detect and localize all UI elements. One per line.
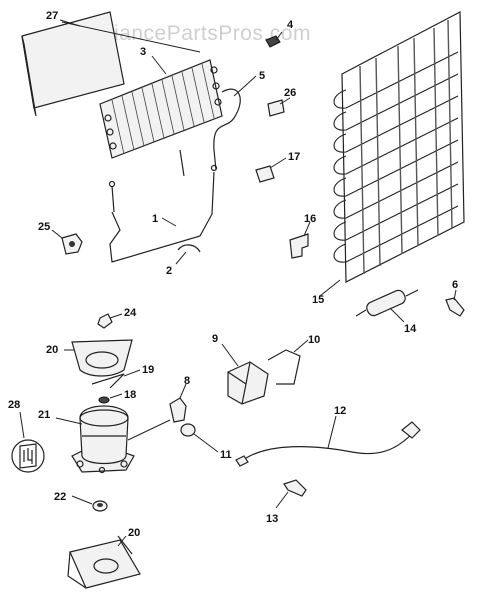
part-10-bracket[interactable] — [267, 339, 309, 385]
part-20-base-plate[interactable] — [67, 535, 141, 589]
label-8: 8 — [184, 375, 190, 387]
label-4: 4 — [287, 19, 294, 31]
part-3-condenser[interactable] — [61, 21, 223, 159]
part-25-grommet[interactable] — [51, 229, 83, 255]
part-1-harness[interactable] — [108, 164, 218, 263]
label-2: 2 — [166, 265, 172, 277]
label-27: 27 — [46, 10, 58, 22]
part-18-washer[interactable] — [98, 393, 123, 404]
part-20-cover-top[interactable] — [64, 339, 133, 377]
part-16-bracket[interactable] — [289, 221, 311, 259]
label-21: 21 — [38, 409, 50, 421]
part-19-clip[interactable] — [91, 369, 141, 389]
part-2-clip[interactable] — [175, 244, 201, 265]
label-5: 5 — [259, 70, 265, 82]
label-20-top: 20 — [46, 344, 58, 356]
label-22: 22 — [54, 491, 66, 503]
part-26-bracket[interactable] — [267, 97, 291, 117]
label-6: 6 — [452, 279, 458, 291]
label-12: 12 — [334, 405, 346, 417]
label-1: 1 — [152, 213, 158, 225]
label-25: 25 — [38, 221, 50, 233]
part-24-nut[interactable] — [97, 313, 123, 329]
part-8-overload[interactable] — [169, 383, 187, 423]
label-3: 3 — [140, 46, 146, 58]
label-24: 24 — [124, 307, 137, 319]
label-10: 10 — [308, 334, 320, 346]
label-13: 13 — [266, 513, 278, 525]
part-11-cover[interactable] — [180, 423, 219, 453]
part-15-coil-grid[interactable] — [319, 11, 465, 297]
part-17-bracket[interactable] — [255, 157, 287, 183]
label-28: 28 — [8, 399, 20, 411]
label-9: 9 — [212, 333, 218, 345]
part-27-pad[interactable] — [21, 11, 125, 117]
label-14: 14 — [404, 323, 417, 335]
part-4-clip[interactable] — [265, 31, 283, 48]
label-19: 19 — [142, 364, 154, 376]
part-21-compressor[interactable] — [55, 405, 171, 474]
part-12-power-cord[interactable] — [235, 415, 421, 467]
part-13-clip[interactable] — [275, 479, 307, 509]
part-9-relay[interactable] — [221, 343, 269, 405]
part-28-plug-connector-icon[interactable] — [11, 411, 45, 473]
part-22-grommet[interactable] — [71, 495, 108, 512]
label-26: 26 — [284, 87, 296, 99]
watermark: AppliancePartsPros.com — [70, 22, 311, 45]
label-11: 11 — [220, 449, 232, 461]
label-15: 15 — [312, 294, 324, 306]
label-17: 17 — [288, 151, 300, 163]
label-20-bottom: 20 — [128, 527, 140, 539]
part-14-drier[interactable] — [355, 288, 419, 323]
label-16: 16 — [304, 213, 316, 225]
part-6-clip[interactable] — [445, 289, 465, 317]
label-18: 18 — [124, 389, 136, 401]
part-5-tube[interactable] — [179, 75, 257, 177]
